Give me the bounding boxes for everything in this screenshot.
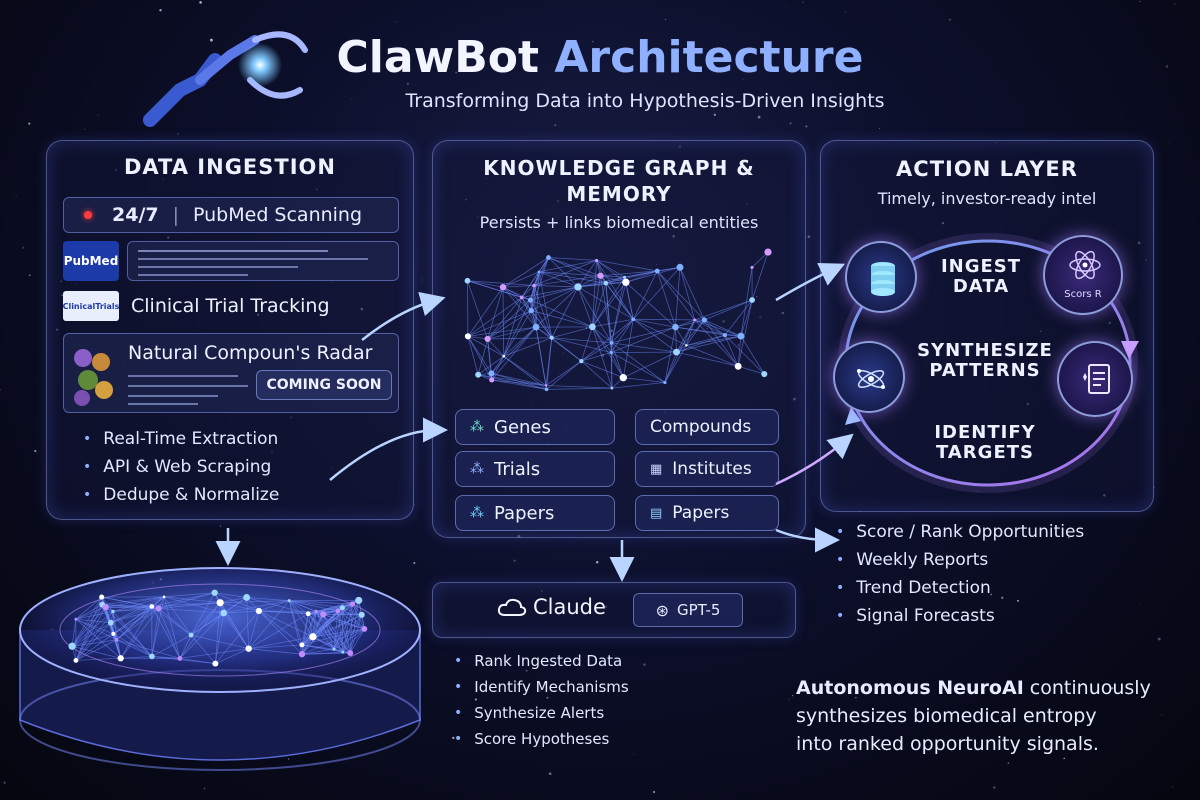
list-item: Dedupe & Normalize bbox=[83, 481, 279, 509]
pubmed-logo: PubMed bbox=[63, 241, 119, 281]
knowledge-graph-title: KNOWLEDGE GRAPH & MEMORY bbox=[433, 155, 805, 207]
clinical-trial-tracking-label: Clinical Trial Tracking bbox=[131, 295, 330, 317]
list-item: API & Web Scraping bbox=[83, 453, 279, 481]
list-item: Rank Ingested Data bbox=[454, 648, 629, 674]
trials-icon: ⁂ bbox=[470, 461, 484, 477]
list-item: Identify Mechanisms bbox=[454, 674, 628, 700]
claude-label: Claude bbox=[497, 595, 606, 619]
database-icon bbox=[871, 262, 895, 296]
database-step-node bbox=[845, 241, 917, 313]
list-item: Synthesize Alerts bbox=[454, 700, 629, 726]
compound-text-lines-icon bbox=[128, 375, 248, 405]
entity-chip-genes: ⁂ Genes bbox=[455, 409, 615, 445]
robotic-claw-icon bbox=[143, 31, 308, 127]
entity-chip-papers: ⁂ Papers bbox=[455, 495, 615, 531]
tagline-line-1: continuously bbox=[1023, 677, 1151, 699]
knowledge-graph-network bbox=[464, 248, 772, 392]
action-layer-subtitle: Timely, investor-ready intel bbox=[877, 189, 1097, 208]
gpt-5-badge: ⊛ GPT-5 bbox=[633, 593, 743, 627]
feed-text-lines-icon bbox=[138, 250, 368, 276]
title-part-2: Architecture bbox=[554, 32, 864, 83]
cloud-icon bbox=[497, 598, 527, 616]
papers-icon: ⁂ bbox=[470, 505, 484, 521]
coming-soon-badge: COMING SOON bbox=[256, 370, 392, 400]
tagline-line-2: synthesizes biomedical entropy bbox=[796, 705, 1097, 727]
tagline-bold: Autonomous NeuroAI bbox=[796, 677, 1024, 699]
molecule-icon bbox=[857, 369, 885, 389]
list-item: Score Hypotheses bbox=[454, 726, 629, 752]
score-step-label: Scors R bbox=[1064, 289, 1102, 300]
natural-compound-card: Natural Compoun's Radar COMING SOON bbox=[63, 333, 399, 413]
document-icon: ▤ bbox=[650, 505, 663, 521]
score-step-node: Scors R bbox=[1043, 235, 1123, 315]
knowledge-graph-panel: KNOWLEDGE GRAPH & MEMORY Persists + link… bbox=[432, 140, 806, 538]
page-title: ClawBot Architecture bbox=[0, 32, 1200, 83]
clinicaltrials-logo: ClinicalTrials bbox=[63, 291, 119, 321]
openai-icon: ⊛ bbox=[655, 600, 669, 620]
list-item: Trend Detection bbox=[836, 574, 1084, 602]
entity-chip-papers-2: ▤ Papers bbox=[635, 495, 779, 531]
brain-platform-icon bbox=[19, 567, 421, 771]
llm-provider-bar: Claude ⊛ GPT-5 bbox=[432, 582, 796, 638]
entity-chip-institutes: ▦ Institutes bbox=[635, 451, 779, 487]
pubmed-feed-preview bbox=[127, 241, 399, 281]
pubmed-scanning-label: PubMed Scanning bbox=[193, 204, 363, 226]
knowledge-graph-title-line-2: MEMORY bbox=[566, 182, 672, 206]
data-ingestion-panel: DATA INGESTION 24/7 | PubMed Scanning Pu… bbox=[46, 140, 414, 520]
tagline: Autonomous NeuroAI continuously synthesi… bbox=[796, 674, 1151, 758]
flower-icon bbox=[74, 349, 113, 406]
report-step-node bbox=[1057, 341, 1133, 417]
entity-chip-compounds: Compounds bbox=[635, 409, 779, 445]
natural-compound-label: Natural Compoun's Radar bbox=[128, 342, 373, 364]
live-dot-icon bbox=[84, 211, 92, 219]
list-item: Signal Forecasts bbox=[836, 602, 1084, 630]
live-tag: 24/7 bbox=[112, 204, 159, 226]
step-synthesize-patterns: SYNTHESIZE PATTERNS bbox=[917, 340, 1053, 381]
entity-chip-trials: ⁂ Trials bbox=[455, 451, 615, 487]
knowledge-graph-subtitle: Persists + links biomedical entities bbox=[479, 213, 759, 232]
data-ingestion-title: DATA INGESTION bbox=[124, 155, 336, 179]
title-part-1: ClawBot bbox=[336, 32, 540, 83]
action-layer-panel: ACTION LAYER Timely, investor-ready inte… bbox=[820, 140, 1154, 512]
atom-icon bbox=[1069, 250, 1101, 280]
ingestion-bullet-list: Real-Time Extraction API & Web Scraping … bbox=[83, 425, 279, 509]
action-bullet-list: Score / Rank Opportunities Weekly Report… bbox=[836, 518, 1084, 630]
action-layer-title: ACTION LAYER bbox=[896, 157, 1078, 181]
list-item: Real-Time Extraction bbox=[83, 425, 279, 453]
step-identify-targets: IDENTIFY TARGETS bbox=[934, 422, 1036, 463]
network-step-node bbox=[833, 341, 905, 413]
step-ingest-data: INGEST DATA bbox=[940, 256, 1022, 297]
report-icon bbox=[1083, 364, 1110, 394]
tagline-line-3: into ranked opportunity signals. bbox=[796, 733, 1099, 755]
llm-bullet-list: Rank Ingested Data Identify Mechanisms S… bbox=[454, 648, 629, 752]
page-subtitle: Transforming Data into Hypothesis-Driven… bbox=[405, 90, 885, 112]
knowledge-graph-title-line-1: KNOWLEDGE GRAPH & bbox=[483, 156, 755, 180]
institute-icon: ▦ bbox=[650, 461, 663, 477]
pubmed-scanning-row: 24/7 | PubMed Scanning bbox=[63, 197, 399, 233]
genes-icon: ⁂ bbox=[470, 419, 484, 435]
list-item: Score / Rank Opportunities bbox=[836, 518, 1084, 546]
list-item: Weekly Reports bbox=[836, 546, 1084, 574]
